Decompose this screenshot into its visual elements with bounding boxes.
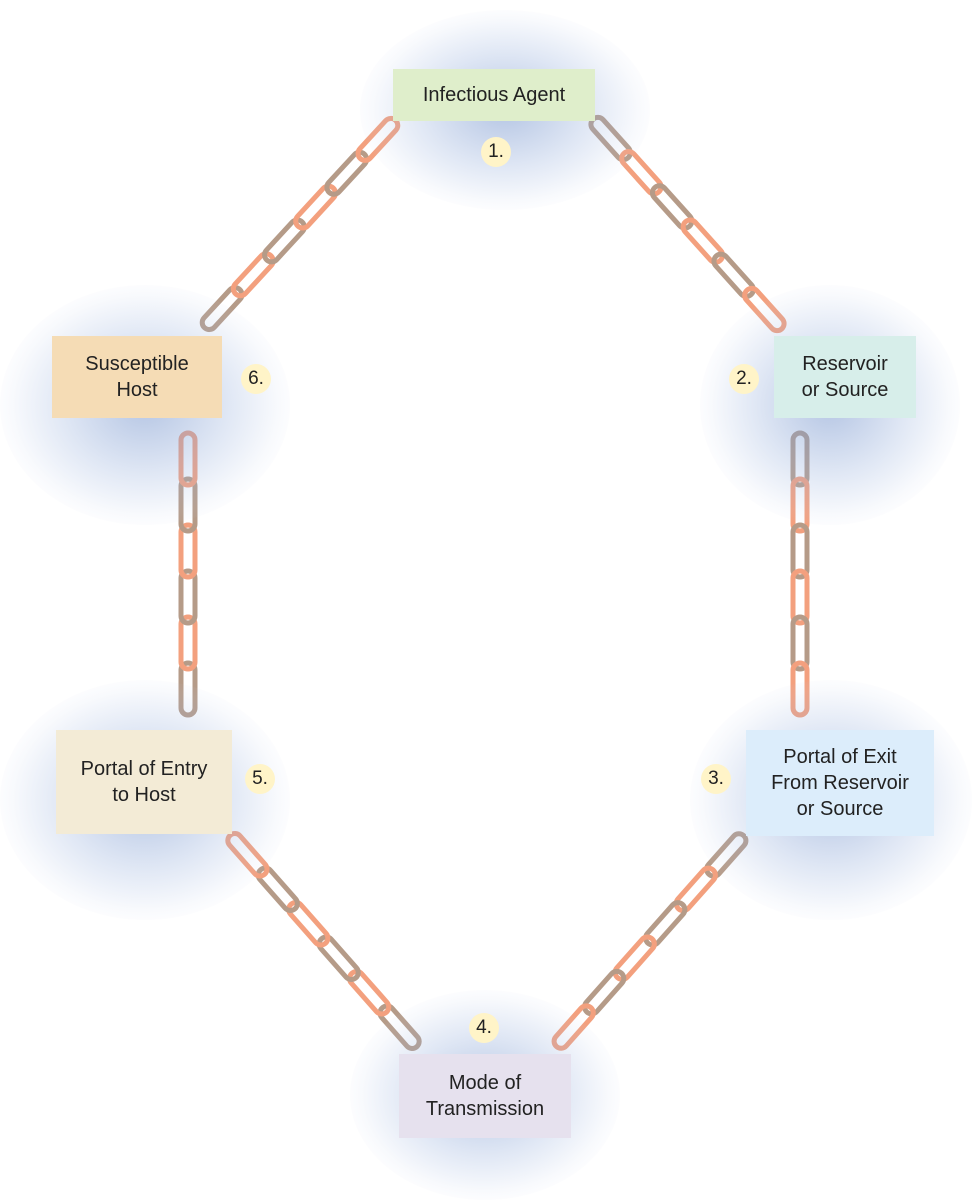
chain-link [790, 522, 810, 580]
node-label-line: Portal of Exit [783, 746, 897, 768]
node-label-line: From Reservoir [771, 772, 909, 794]
step-number-6: 6. [241, 364, 271, 394]
node-infectious-agent: Infectious Agent [393, 69, 595, 121]
chain-link [790, 614, 810, 672]
node-label-line: Infectious Agent [422, 84, 566, 106]
chain-link [178, 522, 198, 580]
chain-link [255, 865, 300, 914]
node-label-line: or Source [801, 379, 889, 401]
chain-link [673, 865, 718, 914]
node-label-line: Mode of [448, 1072, 522, 1094]
step-number-1: 1. [481, 137, 511, 167]
node-portal-of-exit: Portal of Exit From Reservoir or Source [746, 730, 934, 836]
node-label-line: Reservoir [802, 353, 888, 375]
chain-link [790, 568, 810, 626]
chain-link [612, 934, 657, 982]
step-number-3: 3. [701, 764, 731, 794]
node-portal-of-entry: Portal of Entry to Host [56, 730, 232, 834]
step-number-2: 2. [729, 364, 759, 394]
step-number-5: 5. [245, 764, 275, 794]
node-label-line: Transmission [425, 1098, 545, 1120]
step-number-4: 4. [469, 1013, 499, 1043]
chain-link [230, 251, 276, 299]
chain-link [316, 934, 361, 982]
chain-link [293, 183, 338, 231]
node-label-line: Susceptible [85, 353, 189, 375]
node-susceptible-host: Susceptible Host [52, 336, 222, 418]
chain-link [643, 900, 688, 948]
chain-link [347, 968, 392, 1017]
node-label-line: to Host [112, 784, 176, 806]
chain-link [711, 251, 756, 299]
chain-link [680, 217, 726, 265]
node-label-line: Host [116, 379, 158, 401]
chain-link [178, 568, 198, 626]
chain-link [324, 149, 370, 197]
node-label-line: Portal of Entry [80, 758, 208, 780]
chain-link [286, 900, 331, 948]
node-reservoir-or-source: Reservoir or Source [774, 336, 916, 418]
chain-link [178, 614, 198, 672]
chain-link [582, 968, 627, 1017]
chain-link [649, 183, 695, 231]
node-mode-of-transmission: Mode of Transmission [399, 1054, 571, 1138]
node-label-line: or Source [796, 798, 884, 820]
chain-link [262, 217, 307, 265]
